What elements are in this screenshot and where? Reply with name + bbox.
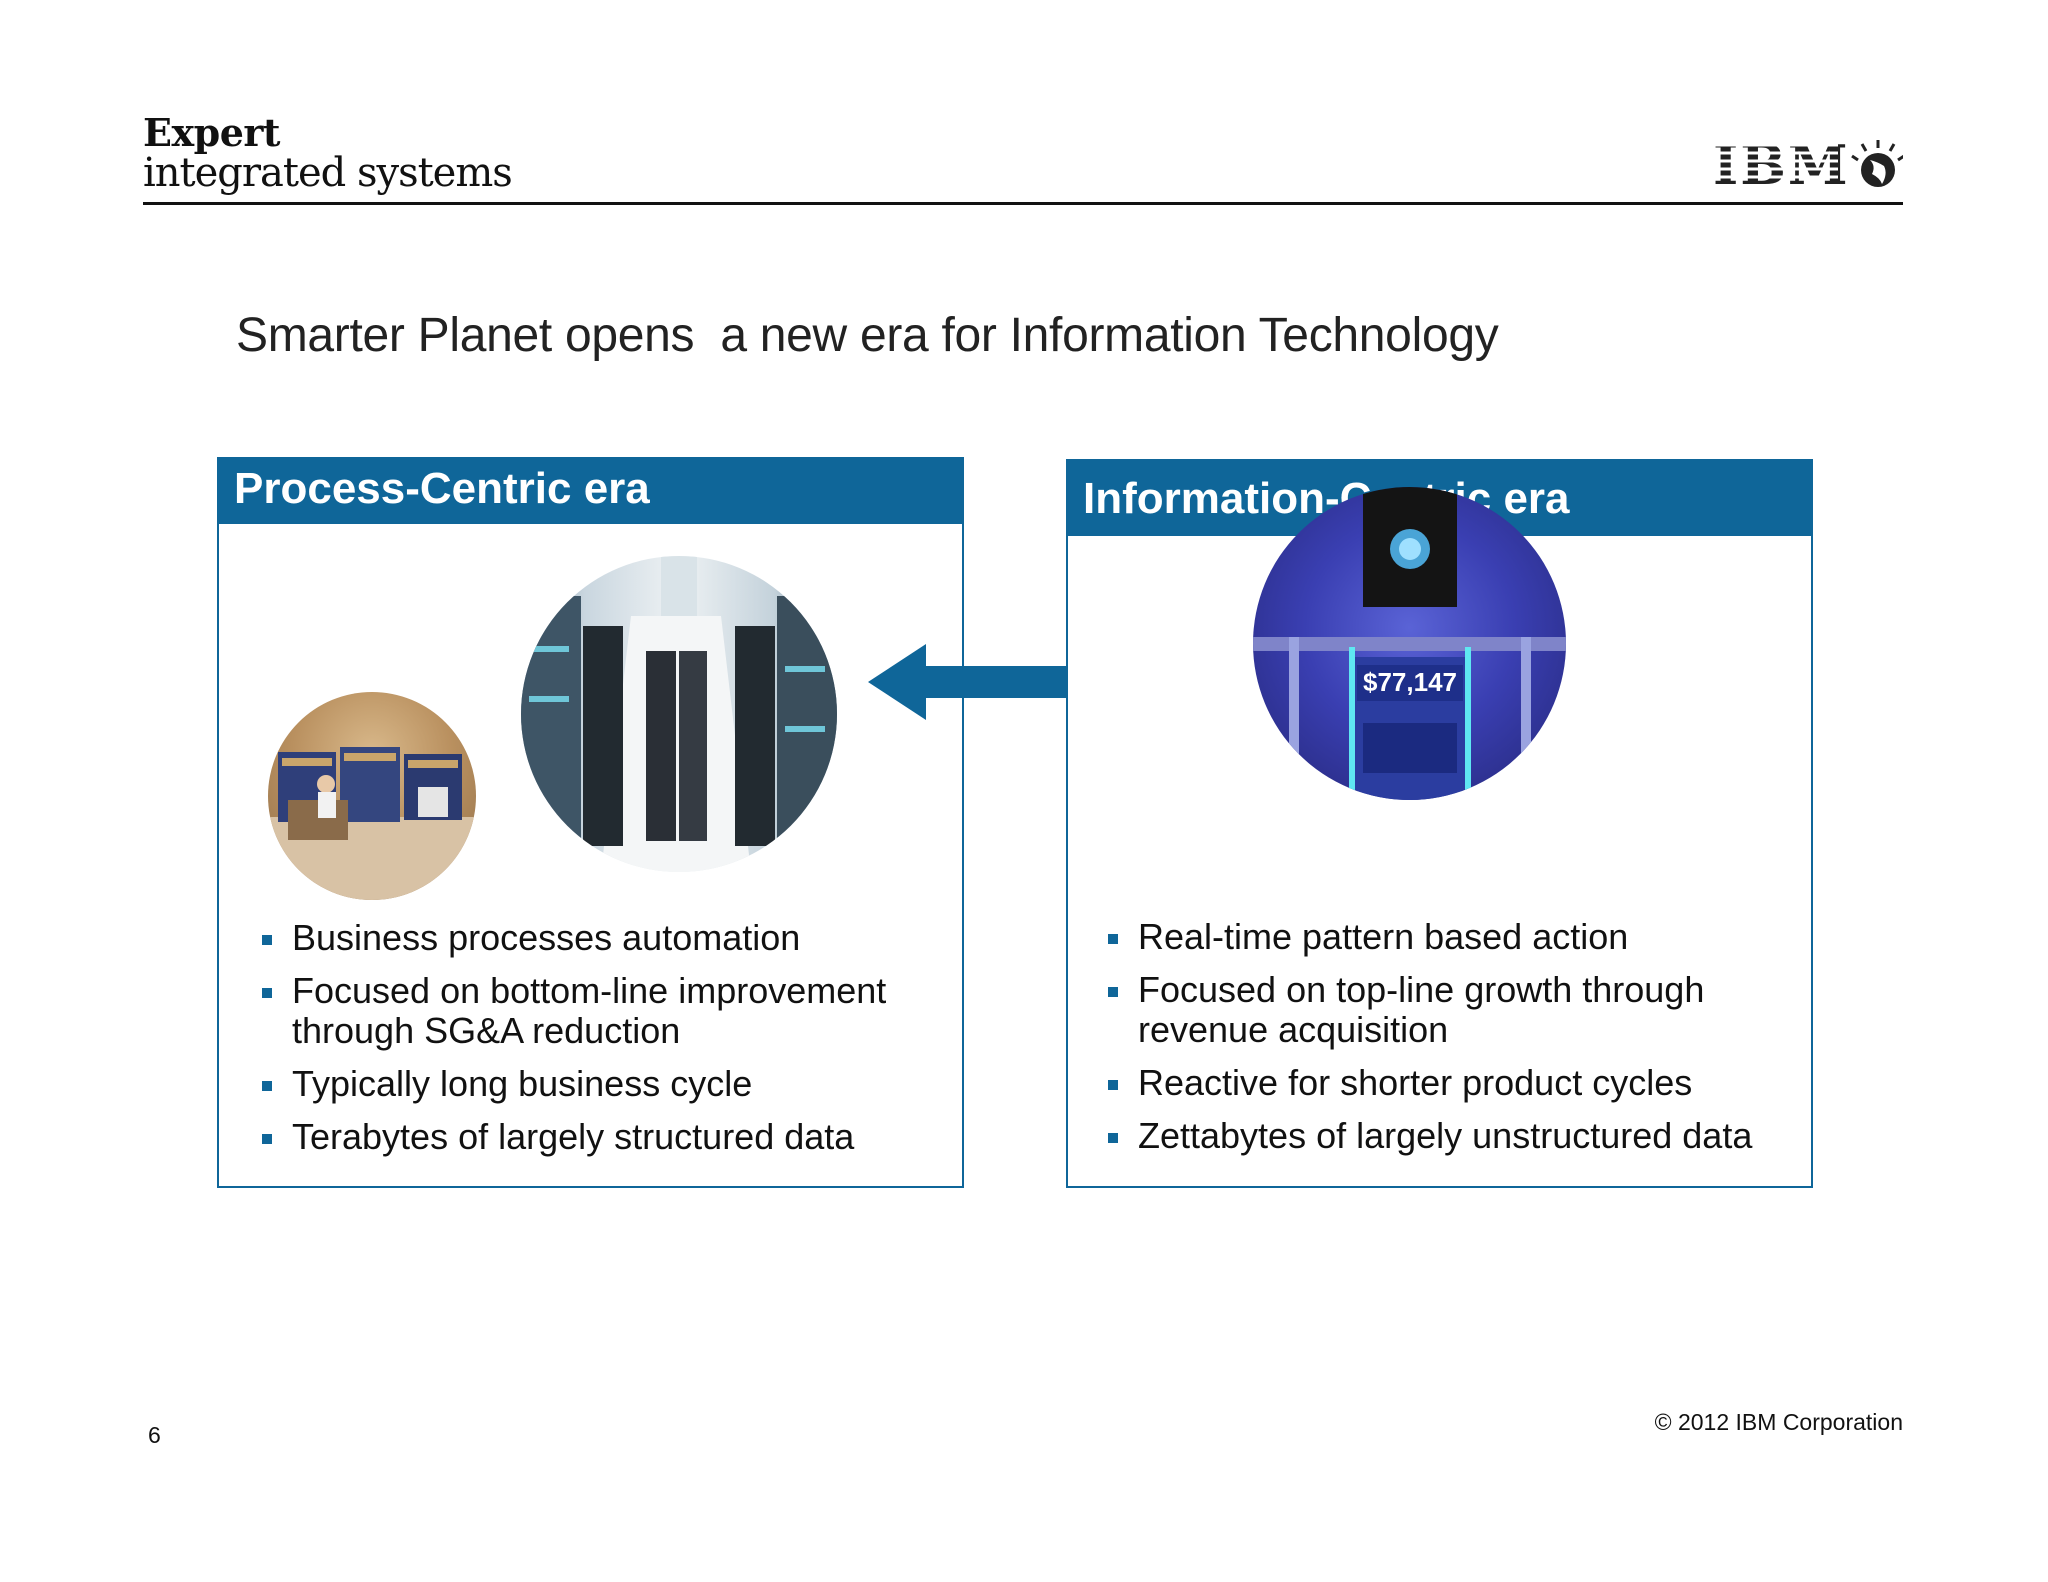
- list-item: Focused on bottom-line improvement throu…: [262, 971, 942, 1051]
- smarter-planet-globe-icon: [1851, 140, 1903, 187]
- header-rule: [143, 202, 1903, 205]
- list-item: Terabytes of largely structured data: [262, 1117, 942, 1157]
- ibm-logo: IBM: [1713, 136, 1903, 192]
- list-item: Zettabytes of largely unstructured data: [1108, 1116, 1798, 1156]
- brand-line-2: integrated systems: [143, 150, 513, 196]
- datacenter-photo: [521, 556, 837, 872]
- watson-amount: $77,147: [1363, 667, 1457, 697]
- process-centric-panel: Process-Centric era: [217, 457, 964, 1188]
- information-centric-bullets: Real-time pattern based action Focused o…: [1108, 917, 1798, 1169]
- brand-line-1: Expert: [143, 110, 280, 155]
- list-item: Typically long business cycle: [262, 1064, 942, 1104]
- process-centric-header: Process-Centric era: [219, 459, 962, 524]
- brand-logotype: Expert integrated systems: [143, 110, 513, 196]
- copyright-notice: © 2012 IBM Corporation: [1654, 1409, 1903, 1435]
- watson-photo: $77,147: [1253, 487, 1566, 800]
- ibm-logo-bars: [1713, 143, 1838, 179]
- page-number: 6: [148, 1422, 161, 1448]
- list-item: Focused on top-line growth through reven…: [1108, 970, 1798, 1050]
- double-arrow-icon: [868, 644, 1158, 720]
- list-item: Business processes automation: [262, 918, 942, 958]
- list-item: Real-time pattern based action: [1108, 917, 1798, 957]
- process-centric-bullets: Business processes automation Focused on…: [262, 918, 942, 1170]
- information-centric-panel: Information-Centric era $77,147 Real-tim…: [1066, 459, 1813, 1188]
- slide-title: Smarter Planet opens a new era for Infor…: [236, 309, 1499, 362]
- mainframe-photo: [268, 692, 476, 900]
- list-item: Reactive for shorter product cycles: [1108, 1063, 1798, 1103]
